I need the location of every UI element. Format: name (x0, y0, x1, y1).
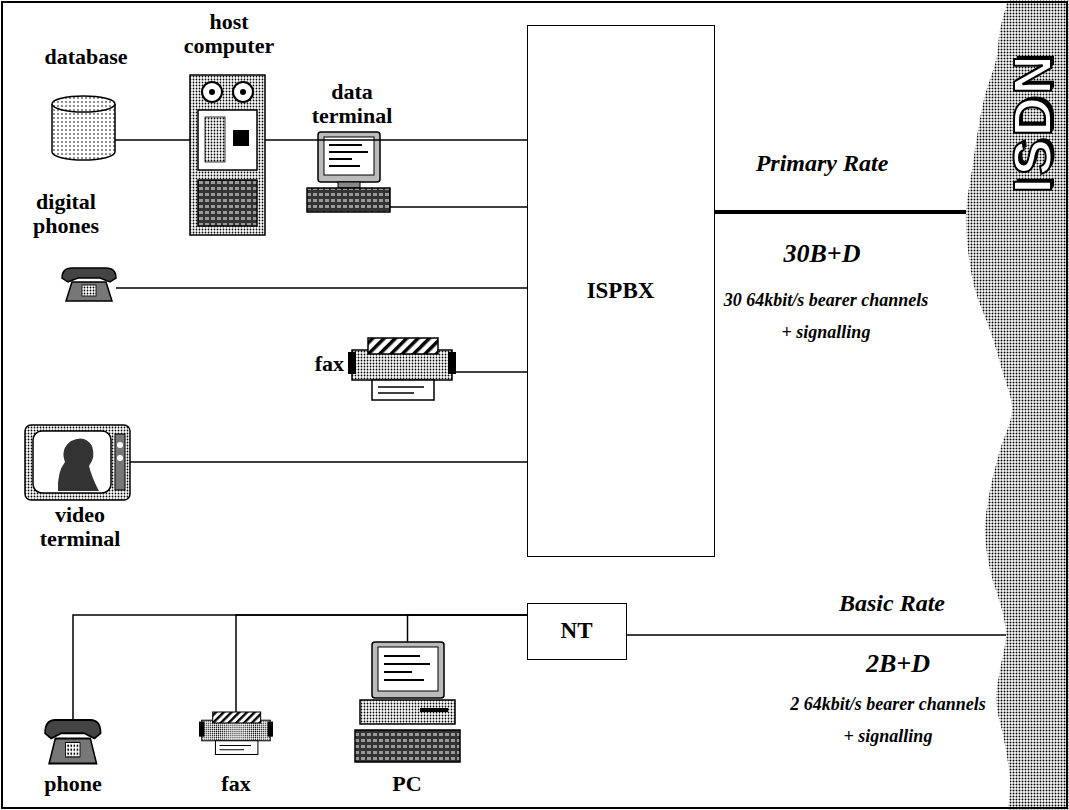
database-node: database (52, 95, 115, 160)
channel-formula: 30B+D (742, 240, 902, 269)
connector-line (130, 461, 527, 463)
pc-icon (384, 656, 430, 680)
cloud-fill (966, 0, 1069, 810)
database-icon (52, 96, 115, 112)
device-label: phone (28, 772, 118, 796)
host-computer-icon (240, 89, 246, 95)
video-terminal-icon (117, 455, 123, 461)
data-terminal-node: data terminal (307, 132, 390, 212)
channel-note: 2 64kbit/s bearer channels + signalling (783, 688, 993, 752)
host-computer-icon (198, 180, 257, 226)
connector-line (236, 615, 527, 712)
device-label: host computer (169, 10, 289, 58)
illustration (62, 268, 116, 301)
device-label: database (26, 45, 146, 69)
video-terminal-icon (117, 442, 123, 448)
pc-icon (420, 708, 448, 712)
digital-phone-node: digital phones (62, 268, 116, 302)
pc-icon (355, 730, 460, 762)
nt-box: NT (527, 603, 627, 660)
data-terminal-icon (329, 145, 368, 166)
device-label: digital phones (11, 190, 121, 238)
phone-node: phone (45, 720, 101, 765)
connector-line (456, 371, 527, 373)
data-terminal-icon (324, 137, 374, 175)
fax-node: fax (199, 712, 273, 757)
network-cloud: ISDN (955, 0, 1069, 810)
connector-line (408, 615, 528, 642)
data-terminal-icon (307, 188, 390, 212)
host-computer-icon (190, 75, 265, 235)
data-terminal-icon (307, 132, 390, 212)
pc-icon (355, 642, 460, 762)
rate-label: Primary Rate (732, 150, 912, 176)
video-terminal-icon (25, 425, 130, 500)
illustration (199, 712, 273, 754)
device-label: fax (201, 772, 271, 796)
box-label: NT (561, 618, 593, 643)
rate-label: Basic Rate (802, 590, 982, 616)
ispbx-box: ISPBX (527, 25, 715, 557)
network-label: ISDN (1002, 52, 1061, 193)
video-terminal-icon (33, 431, 111, 493)
video-terminal-icon (58, 438, 99, 491)
host-computer-icon (198, 110, 257, 170)
host-computer-icon (190, 75, 265, 235)
host-computer-icon (205, 117, 225, 162)
connector-line (115, 139, 190, 141)
video-terminal-icon (25, 425, 130, 500)
connector-line (73, 615, 527, 720)
host-computer-icon (209, 89, 215, 95)
device-label: fax (294, 352, 344, 376)
box-label: ISPBX (587, 278, 655, 303)
host-computer-icon (233, 82, 253, 102)
database-icon (52, 96, 115, 160)
connector-line (116, 287, 527, 289)
video-terminal-icon (115, 434, 125, 490)
pc-icon (378, 647, 438, 691)
video-terminal-node: video terminal (25, 425, 130, 500)
pc-icon (372, 642, 444, 698)
pc-icon (360, 700, 455, 724)
device-label: PC (372, 772, 442, 796)
connector-line (627, 634, 1012, 636)
host-computer-icon (202, 82, 222, 102)
data-terminal-icon (338, 182, 360, 188)
channel-formula: 2B+D (818, 650, 978, 679)
host-computer-node: host computer (190, 75, 265, 235)
host-computer-icon (233, 130, 249, 146)
connector-line (715, 210, 972, 214)
connector-line (390, 206, 527, 208)
connector-line (265, 139, 527, 141)
illustration (348, 338, 456, 400)
illustration (45, 720, 101, 764)
pc-node: PC (355, 642, 460, 770)
device-label: video terminal (25, 503, 135, 551)
fax-node: fax (348, 338, 456, 400)
device-label: data terminal (302, 80, 402, 128)
channel-note: 30 64kbit/s bearer channels + signalling (721, 284, 931, 348)
